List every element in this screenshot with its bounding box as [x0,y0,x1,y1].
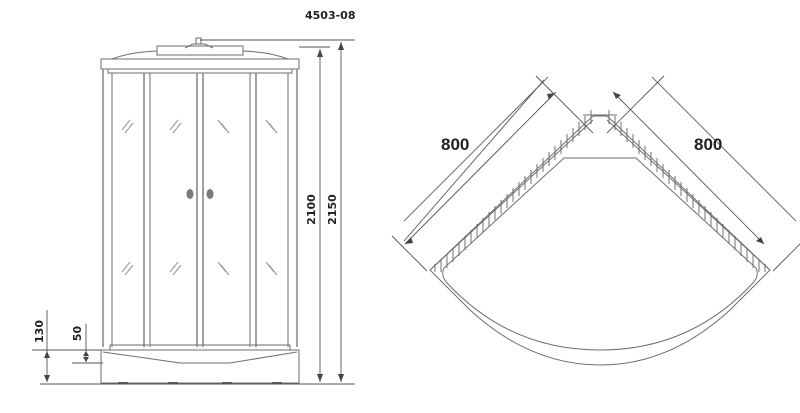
total-height-label: 2150 [325,194,339,225]
model-code: 4503-08 [305,9,356,22]
tray-height-label: 130 [32,320,46,343]
door-handles [186,189,214,199]
plan-right-width-label: 800 [694,135,723,154]
cabin-roof [100,37,300,74]
plan-view [391,75,800,366]
tray-step-label: 50 [71,325,85,342]
tray-inner-basin [442,157,758,351]
cabin-height-label: 2100 [304,194,318,225]
plan-dimension-lines [391,75,800,272]
right-door-handle [206,189,214,199]
front-dimension-lines [32,39,355,385]
shower-tray [100,344,300,384]
cabin-frame [102,69,298,347]
front-view [32,37,355,385]
left-door-handle [186,189,194,199]
tray-outer-rim [429,119,771,366]
wall-hatching [434,110,766,272]
plan-left-width-label: 800 [441,135,470,154]
glass-reflection-marks [121,119,278,276]
